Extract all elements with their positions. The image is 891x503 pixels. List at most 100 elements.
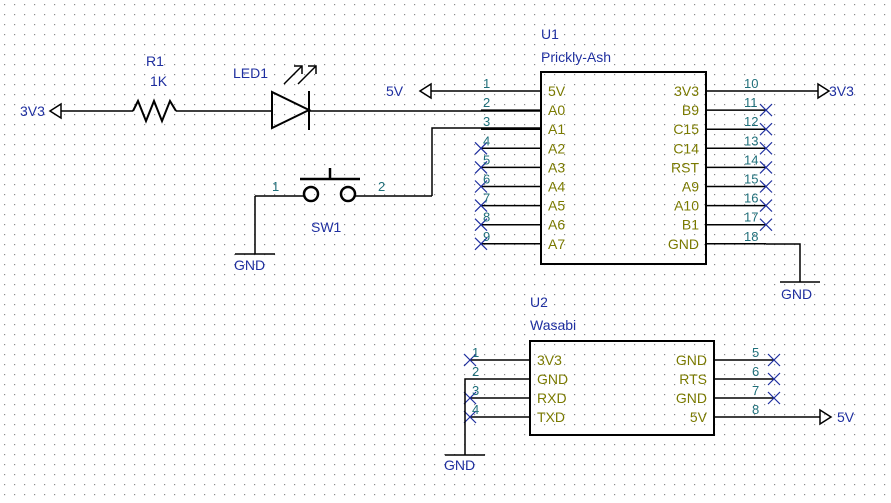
pin-name: RXD — [537, 390, 567, 406]
pin-number: 11 — [744, 95, 758, 110]
pin-name: 3V3 — [674, 83, 699, 99]
pin-number: 3 — [472, 383, 479, 398]
pin-number: 4 — [483, 133, 490, 148]
ground-symbol-u1: GND — [766, 243, 820, 302]
pin-name: GND — [537, 371, 568, 387]
u1-right-pin-14: 14 RST — [671, 152, 773, 175]
pin-number: 8 — [752, 402, 759, 417]
no-connect-marker — [759, 103, 773, 117]
led1-ref: LED1 — [233, 65, 268, 81]
pin-name: 5V — [690, 409, 708, 425]
no-connect-marker — [463, 391, 477, 405]
no-connect-marker — [759, 160, 773, 174]
u2-right-pin-5: 5 GND — [676, 345, 781, 368]
ground-symbol-u2: GND — [444, 378, 485, 473]
pin-name: A3 — [548, 159, 565, 175]
u2-ref: U2 — [530, 294, 548, 310]
u1-left-pin-6: 6 A4 — [474, 172, 565, 195]
power-flag-3v3-left: 3V3 — [20, 102, 133, 120]
light-emission-icon — [283, 65, 317, 85]
u1-left-pin-5: 5 A3 — [474, 152, 565, 175]
pin-name: C14 — [673, 140, 699, 156]
pin-name: B1 — [682, 217, 699, 233]
power-label-5v-u2: 5V — [837, 409, 855, 425]
pin-number: 1 — [472, 345, 479, 360]
no-connect-marker — [474, 199, 488, 213]
pin-number: 4 — [472, 402, 479, 417]
pin-number: 14 — [744, 152, 758, 167]
r1-ref: R1 — [146, 53, 164, 69]
power-flag-5v-u1: 5V — [386, 82, 481, 100]
no-connect-marker — [767, 391, 781, 405]
no-connect-marker — [759, 199, 773, 213]
u1-ref: U1 — [541, 26, 559, 42]
pin-name: A9 — [682, 179, 699, 195]
no-connect-marker — [474, 218, 488, 232]
pin-name: GND — [676, 390, 707, 406]
power-flag-5v-u2: 5V — [774, 408, 855, 426]
no-connect-marker — [463, 410, 477, 424]
pin-number: 12 — [744, 114, 758, 129]
no-connect-marker — [767, 372, 781, 386]
sw1-pin2-number: 2 — [378, 179, 385, 194]
sw1-ref: SW1 — [311, 219, 342, 235]
u1-right-pin-10: 10 3V3 — [674, 76, 766, 99]
u2-value: Wasabi — [530, 317, 576, 333]
pin-name: RTS — [679, 371, 707, 387]
pin-number: 6 — [483, 172, 490, 187]
pin-number: 13 — [744, 133, 758, 148]
pin-number: 9 — [483, 229, 490, 244]
pin-number: 10 — [744, 76, 758, 91]
pin-number: 16 — [744, 191, 758, 206]
u2-left-pin-3: 3 RXD — [463, 383, 567, 406]
no-connect-marker — [474, 160, 488, 174]
pin-number: 5 — [752, 345, 759, 360]
u2-right-pin-6: 6 RTS — [679, 364, 781, 387]
pin-number: 15 — [744, 172, 758, 187]
pin-number: 5 — [483, 152, 490, 167]
u1-right-pins: 103V311B912C1513C1414RST15A916A1017B118G… — [668, 76, 773, 252]
pin-name: RST — [671, 159, 699, 175]
no-connect-marker — [759, 218, 773, 232]
no-connect-marker — [759, 141, 773, 155]
u1-value: Prickly-Ash — [541, 49, 611, 65]
pin-name: A4 — [548, 179, 565, 195]
u2-right-pin-8: 8 5V — [690, 402, 774, 425]
pin-name: 5V — [548, 83, 566, 99]
u2-right-pin-7: 7 GND — [676, 383, 781, 406]
pin-number: 1 — [483, 76, 490, 91]
power-flag-3v3-u1: 3V3 — [766, 82, 854, 100]
gnd-label-sw: GND — [234, 257, 265, 273]
pin-name: A5 — [548, 198, 565, 214]
pin-number: 8 — [483, 210, 490, 225]
pin-name: A2 — [548, 140, 565, 156]
pin-name: GND — [676, 352, 707, 368]
no-connect-marker — [474, 180, 488, 193]
gnd-label-u1: GND — [781, 286, 812, 302]
r1-value: 1K — [150, 73, 168, 89]
resistor-r1: R1 1K — [132, 53, 233, 124]
sw1-pin1-number: 1 — [272, 179, 279, 194]
pin-name: A1 — [548, 121, 565, 137]
pin-number: 7 — [752, 383, 759, 398]
no-connect-marker — [767, 353, 781, 367]
pin-number: 6 — [752, 364, 759, 379]
no-connect-marker — [474, 237, 488, 251]
pin-number: 18 — [744, 229, 758, 244]
no-connect-marker — [759, 122, 773, 136]
u1-right-pin-15: 15 A9 — [682, 172, 773, 195]
